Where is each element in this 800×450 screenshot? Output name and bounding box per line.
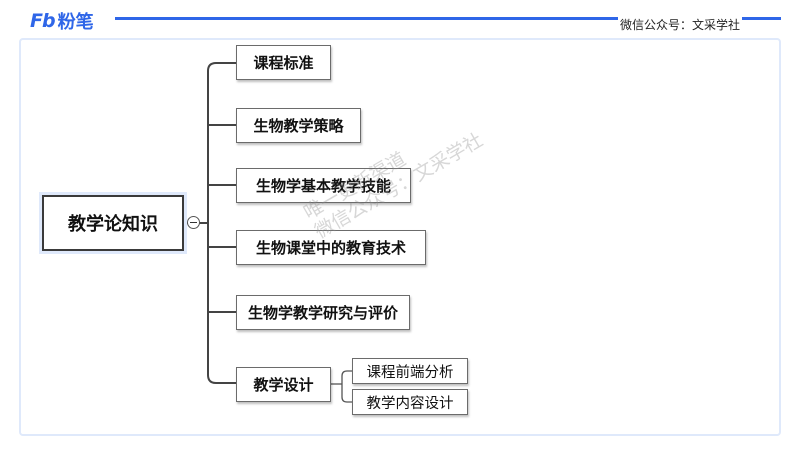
branch-node-instructional-design[interactable]: 教学设计 bbox=[236, 367, 331, 402]
branch-node-curriculum-standard[interactable]: 课程标准 bbox=[236, 45, 331, 80]
collapse-minus-icon[interactable] bbox=[187, 216, 200, 229]
fenbi-logo: Fb 粉笔 bbox=[30, 8, 94, 34]
leaf-node-front-end-analysis[interactable]: 课程前端分析 bbox=[352, 358, 468, 384]
sub-spine bbox=[341, 370, 352, 403]
branch-spine bbox=[207, 62, 237, 384]
logo-mark: Fb bbox=[30, 10, 56, 32]
header-divider bbox=[115, 17, 781, 20]
logo-text: 粉笔 bbox=[57, 12, 94, 33]
root-node[interactable]: 教学论知识 bbox=[42, 195, 184, 251]
branch-node-teaching-strategy[interactable]: 生物教学策略 bbox=[236, 108, 361, 143]
branch-node-basic-teaching-skills[interactable]: 生物学基本教学技能 bbox=[236, 168, 411, 203]
leaf-node-content-design[interactable]: 教学内容设计 bbox=[352, 389, 468, 415]
wechat-account-label: 微信公众号：文采学社 bbox=[618, 16, 743, 33]
branch-node-educational-technology[interactable]: 生物课堂中的教育技术 bbox=[236, 230, 426, 265]
branch-node-research-evaluation[interactable]: 生物学教学研究与评价 bbox=[236, 295, 410, 330]
content-frame bbox=[19, 38, 781, 436]
